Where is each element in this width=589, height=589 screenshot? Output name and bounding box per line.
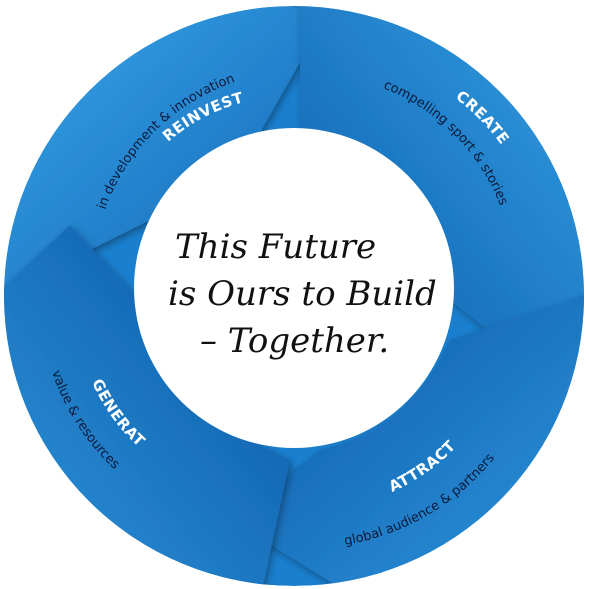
center-line-3: – Together. [200,321,389,361]
center-line-1: This Future [175,227,376,267]
center-line-2: is Ours to Build [168,274,437,314]
center-disc [134,128,454,448]
